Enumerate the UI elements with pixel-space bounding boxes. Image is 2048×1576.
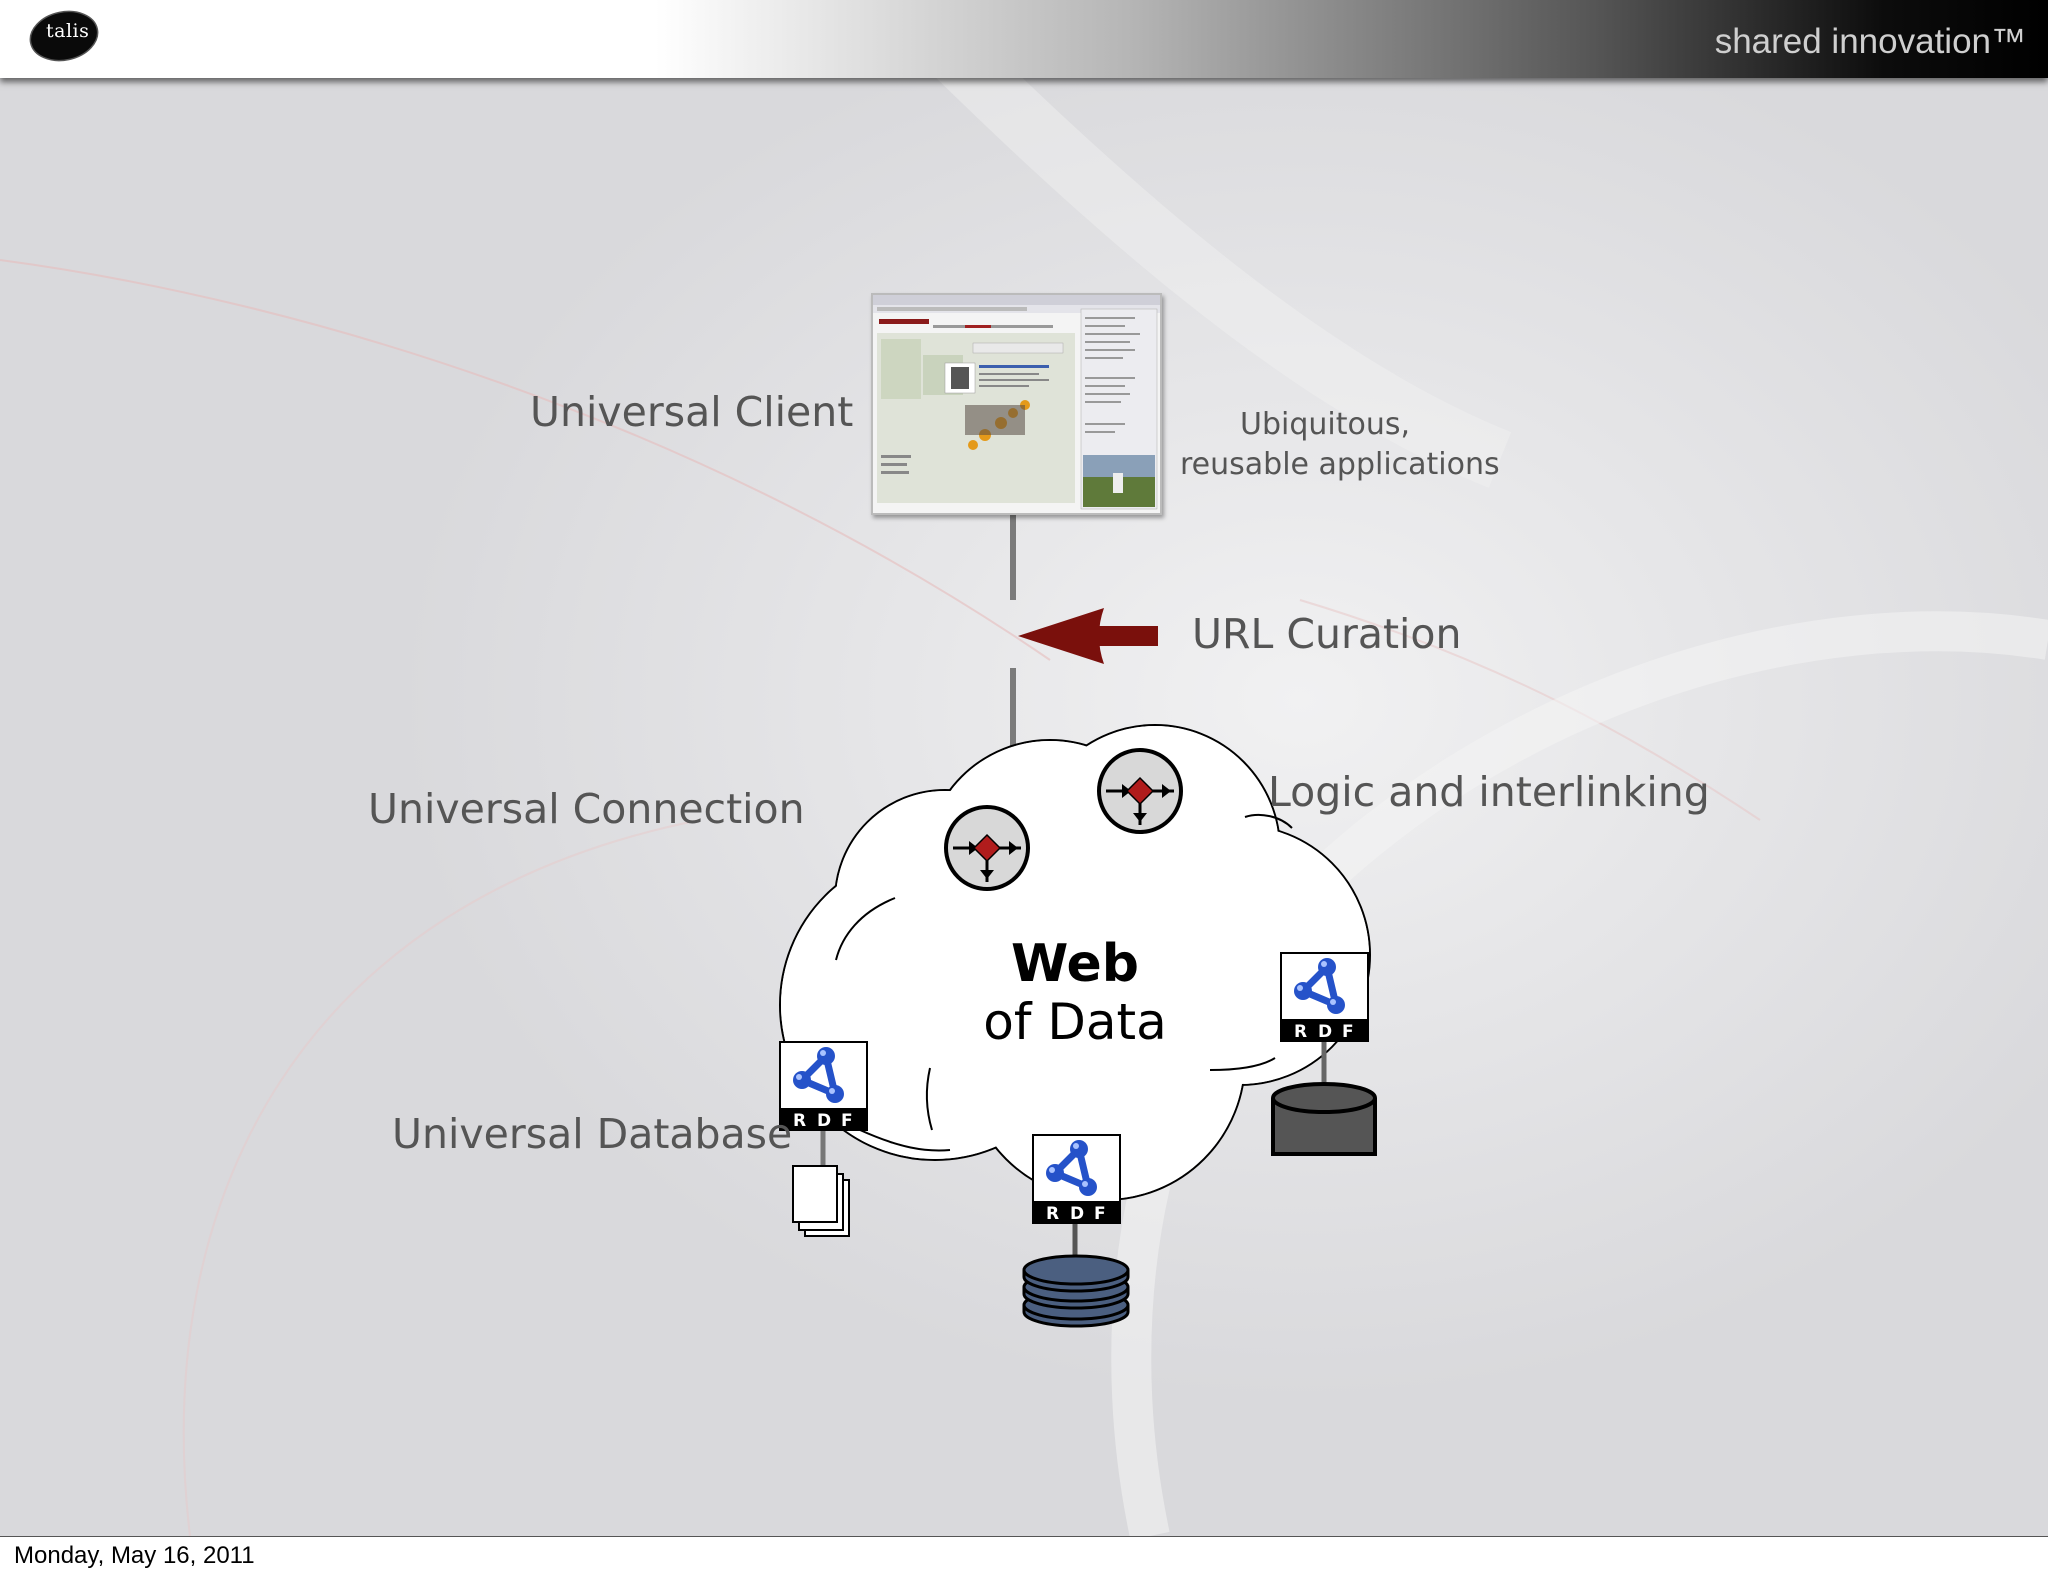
universal-database-label: Universal Database [392, 1110, 792, 1158]
database-stack-icon [1024, 1256, 1128, 1326]
url-curation-label: URL Curation [1192, 610, 1462, 658]
universal-connection-label: Universal Connection [368, 785, 805, 833]
logic-node-icon [946, 807, 1028, 889]
svg-text:F: F [1094, 1204, 1106, 1224]
web-of-data-diagram: R D F R D F R [0, 0, 2048, 1536]
svg-text:F: F [841, 1111, 853, 1131]
browser-screenshot-thumbnail [871, 293, 1162, 515]
cloud-title-line-2: of Data [940, 993, 1210, 1051]
rdf-icon: R D F [1281, 953, 1368, 1042]
svg-text:R: R [793, 1111, 806, 1131]
url-curation-arrow [1018, 608, 1158, 664]
rdf-icon: R D F [780, 1042, 867, 1131]
universal-client-label: Universal Client [530, 388, 853, 436]
svg-text:F: F [1342, 1022, 1354, 1042]
svg-text:D: D [817, 1111, 831, 1131]
footer-date: Monday, May 16, 2011 [14, 1542, 255, 1570]
logic-interlinking-label: Logic and interlinking [1268, 768, 1710, 816]
svg-text:R: R [1294, 1022, 1307, 1042]
rdf-icon: R D F [1033, 1135, 1120, 1224]
cloud-title: Web of Data [940, 935, 1210, 1051]
logic-node-icon [1099, 750, 1181, 832]
cloud-title-line-1: Web [940, 935, 1210, 993]
svg-text:R: R [1046, 1204, 1059, 1224]
database-cylinder-icon [1273, 1084, 1375, 1154]
ubiquitous-line-2: reusable applications [1180, 445, 1470, 485]
ubiquitous-line-1: Ubiquitous, [1180, 405, 1470, 445]
svg-text:D: D [1070, 1204, 1084, 1224]
ubiquitous-applications-label: Ubiquitous, reusable applications [1180, 405, 1470, 485]
svg-text:D: D [1318, 1022, 1332, 1042]
slide: talis shared innovation™ [0, 0, 2048, 1537]
document-stack-icon [793, 1166, 849, 1236]
